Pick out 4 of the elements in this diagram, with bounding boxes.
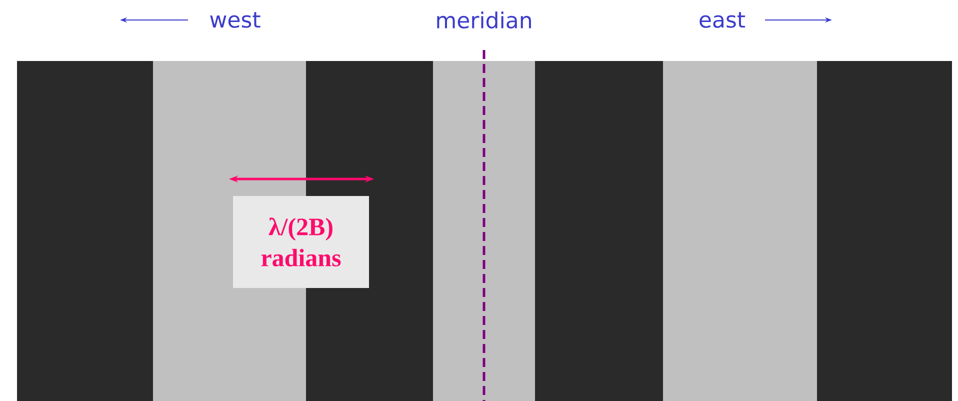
direction-label: west [210, 12, 260, 28]
direction-label: east [700, 12, 746, 28]
direction-label: meridian [437, 11, 531, 28]
label-box: λ/(2B) radians [233, 196, 369, 288]
